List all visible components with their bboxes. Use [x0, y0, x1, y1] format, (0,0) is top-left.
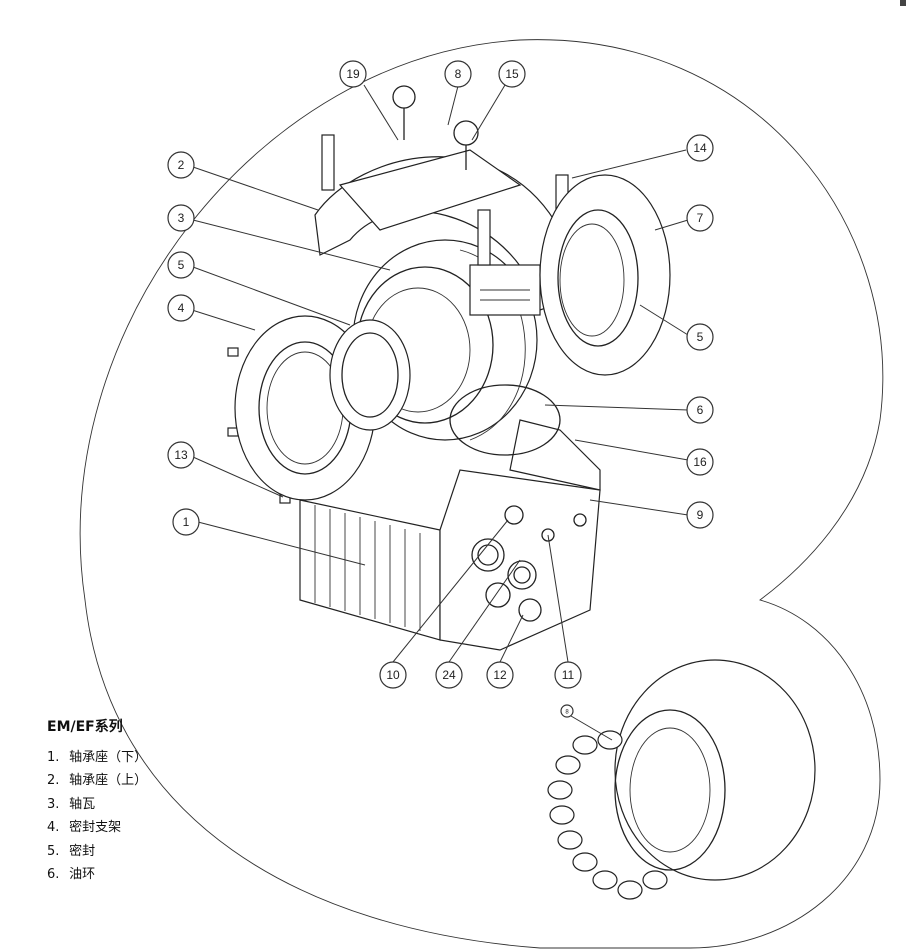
eye-bolts: [392, 85, 479, 170]
callout-13: 13: [167, 441, 195, 469]
callout-7: 7: [686, 204, 714, 232]
callout-6: 6: [686, 396, 714, 424]
callout-1-label: 1: [183, 515, 190, 529]
callout-7-label: 7: [697, 211, 704, 225]
callout-11-label: 11: [562, 668, 575, 682]
callout-3-label: 3: [178, 211, 185, 225]
legend-item: 4. 密封支架: [47, 816, 147, 839]
callout-3: 3: [167, 204, 195, 232]
legend-item-text: 油环: [69, 866, 96, 882]
callout-11: 11: [554, 661, 582, 689]
corner-mark: [900, 0, 906, 6]
callout-5-left: 5: [167, 251, 195, 279]
legend-item: 3. 轴瓦: [47, 793, 147, 816]
callout-1: 1: [172, 508, 200, 536]
callout-15-label: 15: [505, 67, 519, 81]
parts-legend: EM/EF系列 1. 轴承座（下） 2. 轴承座（上） 3. 轴瓦 4. 密封支…: [47, 716, 147, 886]
callout-12-label: 12: [493, 668, 507, 682]
callout-24: 24: [435, 661, 463, 689]
callout-8-inset: 8: [560, 704, 574, 718]
legend-item-number: 1.: [47, 750, 60, 765]
callout-16-label: 16: [693, 455, 707, 469]
callout-2: 2: [167, 151, 195, 179]
legend-item-text: 轴瓦: [69, 796, 96, 812]
callout-15: 15: [498, 60, 526, 88]
callout-19-label: 19: [346, 67, 360, 81]
legend-item: 2. 轴承座（上）: [47, 769, 147, 792]
callout-4: 4: [167, 294, 195, 322]
callout-5-left-label: 5: [178, 258, 185, 272]
legend-item: 6. 油环: [47, 863, 147, 886]
callout-24-label: 24: [442, 668, 456, 682]
seal-carrier-right: [539, 174, 671, 376]
callout-2-label: 2: [178, 158, 185, 172]
legend-item-text: 密封: [69, 843, 96, 859]
callout-8-label: 8: [455, 67, 462, 81]
callout-4-label: 4: [178, 301, 185, 315]
callout-5-right: 5: [686, 323, 714, 351]
legend-item-text: 密封支架: [69, 820, 122, 836]
legend-item-number: 5.: [47, 843, 60, 859]
callout-12: 12: [486, 661, 514, 689]
callout-9-label: 9: [697, 508, 704, 522]
callout-16: 16: [686, 448, 714, 476]
legend-item-number: 6.: [47, 866, 60, 882]
background-outline: [79, 39, 884, 949]
callout-9: 9: [686, 501, 714, 529]
callout-5-right-label: 5: [697, 330, 704, 344]
callout-19: 19: [339, 60, 367, 88]
legend-item-number: 3.: [47, 796, 60, 812]
callout-14-label: 14: [693, 141, 707, 155]
callout-8: 8: [444, 60, 472, 88]
callout-6-label: 6: [697, 403, 704, 417]
legend-item: 1. 轴承座（下）: [47, 746, 147, 769]
oil-ring: [449, 384, 561, 456]
callout-10-label: 10: [386, 668, 400, 682]
callout-13-label: 13: [174, 448, 188, 462]
seal-detail-inset: [547, 659, 816, 900]
callout-14: 14: [686, 134, 714, 162]
legend-item-text: 轴承座（下）: [69, 750, 148, 765]
legend-item: 5. 密封: [47, 840, 147, 863]
legend-item-number: 2.: [47, 773, 60, 789]
seal-left: [329, 319, 411, 431]
legend-item-number: 4.: [47, 820, 60, 836]
leader-lines: [191, 84, 689, 741]
legend-item-text: 轴承座（上）: [69, 773, 148, 789]
callout-8-inset-label: 8: [565, 710, 569, 716]
legend-title: EM/EF系列: [47, 719, 123, 735]
callout-10: 10: [379, 661, 407, 689]
